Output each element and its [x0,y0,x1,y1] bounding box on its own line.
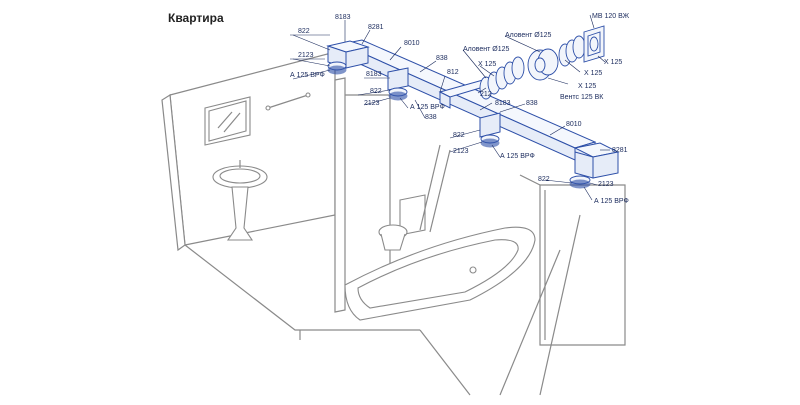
label-x125-c: Х 125 [604,59,622,66]
label-822-b: 822 [370,88,382,95]
label-aluvent-2: Аловент Ø125 [505,32,552,39]
duct-tee-mid1 [387,67,409,91]
label-838-a: 838 [436,55,448,62]
label-2123-b: 2123 [364,100,380,107]
left-wall [161,51,336,252]
flex-hose-2 [558,35,586,67]
fan-vents [527,48,559,81]
label-x125-b: Х 125 [584,70,602,77]
toilet [378,194,426,251]
label-822-a: 822 [298,28,310,35]
sink [212,160,268,241]
floor-lines [184,244,420,340]
label-vents125: Вентс 125 ВК [560,94,604,101]
flex-hose-1 [479,56,525,100]
label-x125-a: Х 125 [478,61,496,68]
duct-tee-mid2 [479,112,501,138]
leader-lines [292,14,610,201]
label-2123-c: 2123 [453,148,469,155]
label-a125-c: А 125 ВРФ [500,153,535,160]
bathtub [344,226,536,321]
duct-elbow-right [573,142,620,179]
diagram-title: Квартира [168,11,224,25]
label-mv120: МВ 120 ВЖ [592,13,630,20]
label-8281-a: 8281 [368,24,384,31]
diffuser-4 [569,175,591,189]
diffuser-3 [480,134,500,148]
label-8010-b: 8010 [566,121,582,128]
diffuser-1 [327,61,347,75]
label-a125-b: А 125 ВРФ [410,104,445,111]
label-838-c: 838 [526,100,538,107]
label-2123-a: 2123 [298,52,314,59]
mirror [204,96,251,146]
label-8010-a: 8010 [404,40,420,47]
label-x125-d: Х 125 [578,83,596,90]
towel-rail [265,92,311,111]
label-a125-d: А 125 ВРФ [594,198,629,205]
label-822-c: 822 [453,132,465,139]
label-8281-b: 8281 [612,147,628,154]
label-8183-c: 8183 [495,100,511,107]
label-212: 212 [480,91,492,98]
label-8183-a: 8183 [335,14,351,21]
partition-slant [419,144,451,233]
label-822-d: 822 [538,176,550,183]
label-a125-a: А 125 ВРФ [290,72,325,79]
label-aluvent-1: Аловент Ø125 [463,46,510,53]
label-838-b: 838 [425,114,437,121]
diffuser-2 [388,87,408,101]
label-812: 812 [447,69,459,76]
grille-mv120 [583,25,605,63]
label-8183-b: 8183 [366,71,382,78]
floor-front [419,214,581,396]
label-2123-d: 2123 [598,181,614,188]
